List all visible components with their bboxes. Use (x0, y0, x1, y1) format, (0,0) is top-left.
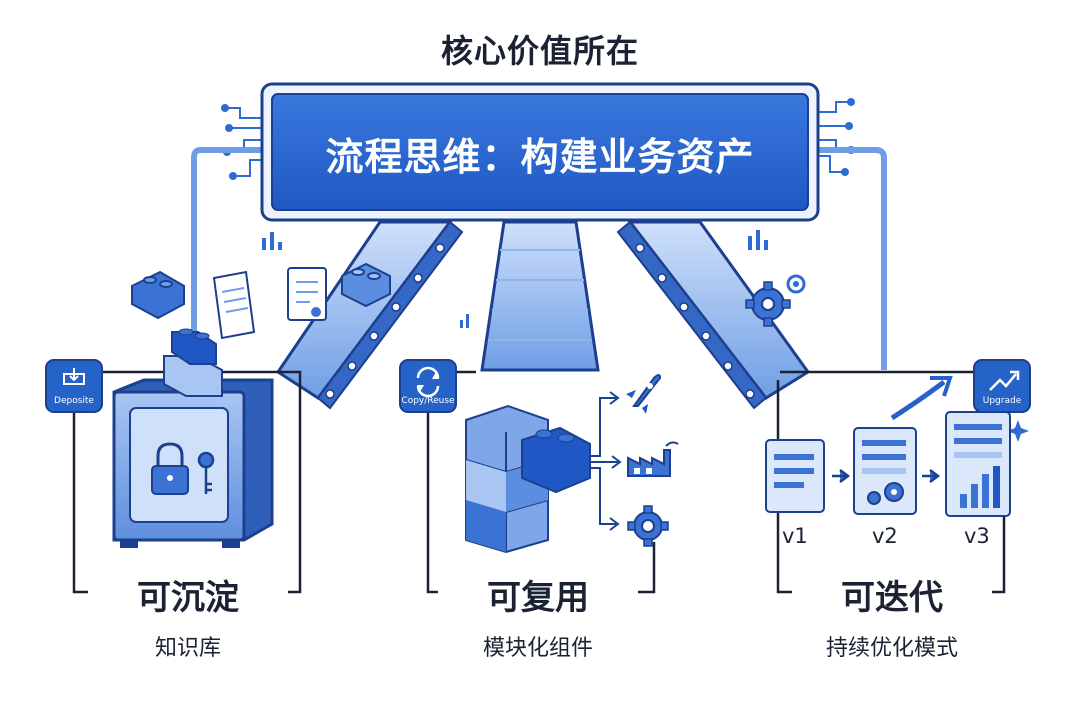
banner-box (260, 82, 820, 222)
copy-reuse-badge-label: Copy/Reuse (401, 396, 455, 406)
version-label-v2: v2 (872, 524, 898, 548)
gear-icon (745, 281, 791, 327)
lego-brick-icon (131, 270, 185, 320)
page-title: 核心价值所在 (440, 32, 639, 70)
circuit-traces-left (191, 104, 266, 370)
building-blocks-icon (465, 404, 591, 554)
key-icon (197, 451, 215, 494)
conveyor-left (275, 220, 464, 410)
deposit-badge (45, 359, 103, 413)
copy-reuse-badge (399, 359, 457, 413)
sparkle-icon (1007, 420, 1029, 442)
document-icon (212, 270, 256, 340)
deposit-badge-label: Deposite (54, 396, 94, 406)
conveyor-center (480, 220, 600, 372)
gear-icon (786, 274, 806, 294)
doc-v3 (945, 411, 1011, 517)
lego-brick-icon (341, 262, 391, 308)
trend-arrow-icon (890, 376, 953, 421)
version-documents-icon (765, 411, 1011, 517)
branch-arrows (590, 391, 622, 531)
column-subtitle-deposit: 知识库 (154, 636, 221, 661)
column-subtitle-reuse: 模块化组件 (482, 636, 593, 661)
padlock-icon (151, 442, 189, 495)
column-title-reuse: 可复用 (438, 570, 638, 619)
version-label-v1: v1 (782, 524, 808, 548)
upgrade-badge-label: Upgrade (982, 396, 1022, 406)
doc-v1 (765, 439, 825, 513)
document-check-icon (287, 267, 327, 321)
lego-brick-icon (163, 328, 223, 397)
mini-chart-icon (262, 230, 768, 328)
rocket-icon (626, 374, 662, 414)
circuit-traces-right (812, 98, 887, 370)
safe-vault-icon (112, 328, 274, 548)
column-subtitle-iterate: 持续优化模式 (825, 636, 958, 661)
column-title-deposit: 可沉淀 (88, 570, 288, 619)
lego-brick-icon (521, 426, 591, 494)
gear-icon (627, 505, 669, 547)
banner-title: 流程思维：构建业务资产 (325, 135, 755, 179)
version-label-v3: v3 (964, 524, 990, 548)
doc-v2 (853, 427, 917, 515)
column-title-iterate: 可迭代 (792, 570, 992, 619)
factory-icon (627, 441, 679, 477)
